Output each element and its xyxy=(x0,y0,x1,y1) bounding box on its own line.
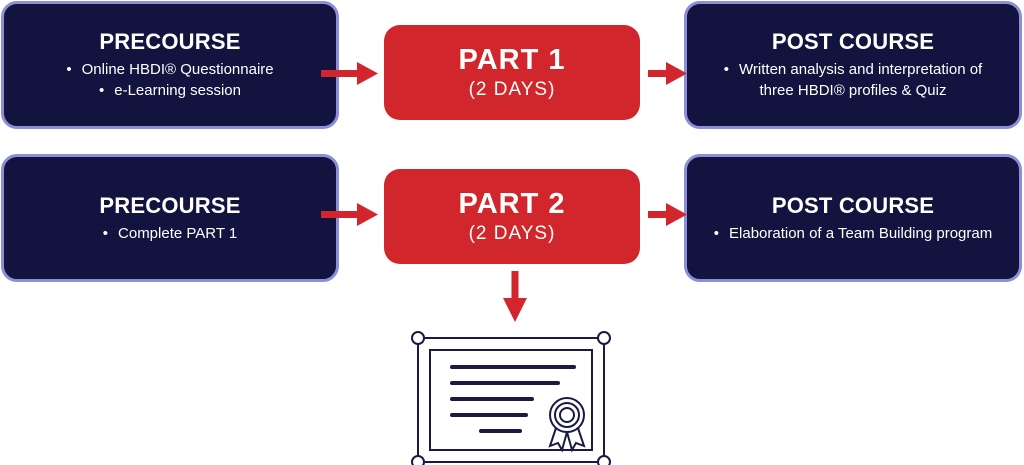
precourse-title-2: PRECOURSE xyxy=(99,192,241,218)
postcourse-title-1: POST COURSE xyxy=(771,29,935,54)
arrow-down-icon xyxy=(503,271,527,322)
part-1-title: PART 1 xyxy=(458,43,566,76)
precourse-item-2-1: Complete PART 1 xyxy=(103,223,237,244)
arrow-right-icon xyxy=(321,203,378,226)
arrow-right-icon xyxy=(648,203,687,226)
postcourse-box-2: POST COURSE Elaboration of a Team Buildi… xyxy=(684,154,1022,282)
precourse-item-1-2: e-Learning session xyxy=(99,80,241,101)
precourse-box-2: PRECOURSE Complete PART 1 xyxy=(1,154,339,282)
postcourse-item-1-line-2: three HBDI® profiles & Quiz xyxy=(759,82,947,99)
part-2-duration: (2 DAYS) xyxy=(468,222,556,244)
postcourse-item-2-1: Elaboration of a Team Building program xyxy=(714,223,992,244)
part-1-box: PART 1 (2 DAYS) xyxy=(384,25,640,120)
precourse-title-1: PRECOURSE xyxy=(99,29,241,54)
postcourse-box-1: POST COURSE Written analysis and interpr… xyxy=(684,1,1022,129)
precourse-box-1: PRECOURSE Online HBDI® Questionnaire e-L… xyxy=(1,1,339,129)
arrow-right-icon xyxy=(648,62,687,85)
part-1-duration: (2 DAYS) xyxy=(468,78,556,100)
precourse-item-1-1: Online HBDI® Questionnaire xyxy=(66,59,274,80)
arrow-right-icon xyxy=(321,62,378,85)
part-2-title: PART 2 xyxy=(458,187,566,220)
certificate-icon xyxy=(411,331,611,465)
postcourse-item-1-line-1: Written analysis and interpretation of xyxy=(724,59,982,80)
postcourse-title-2: POST COURSE xyxy=(771,192,935,218)
part-2-box: PART 2 (2 DAYS) xyxy=(384,169,640,264)
